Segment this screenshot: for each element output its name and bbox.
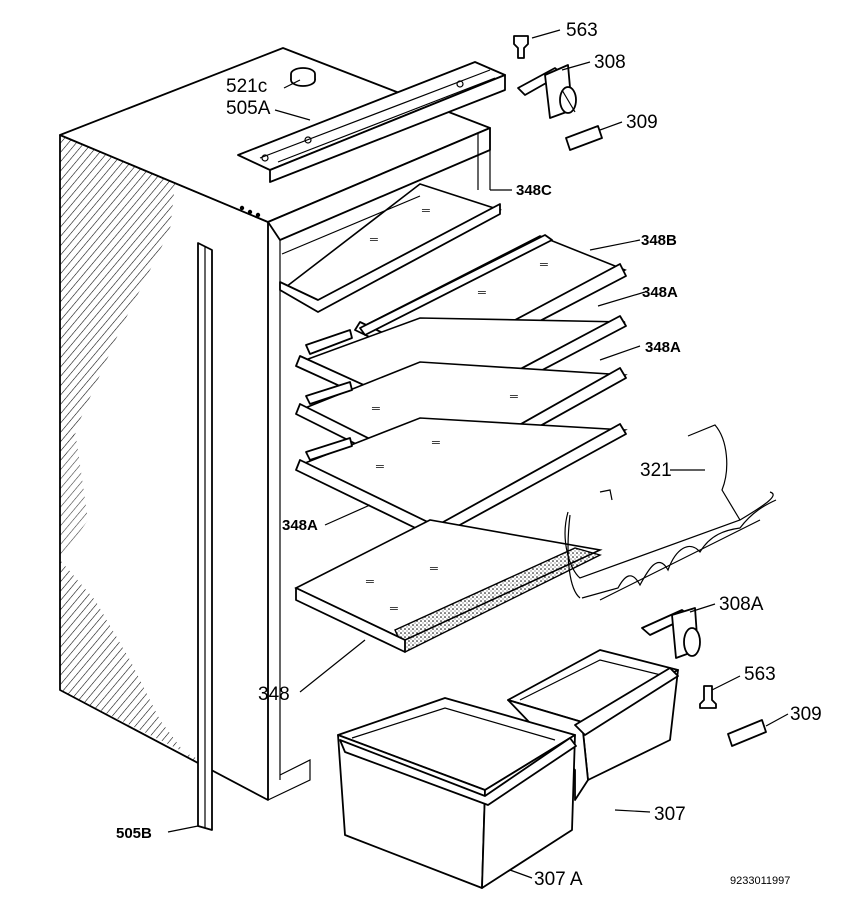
hinge-308A	[641, 607, 701, 659]
label-505B: 505B	[116, 825, 152, 842]
label-307A: 307 A	[534, 869, 583, 890]
plate-309-top	[565, 125, 603, 151]
svg-text:═: ═	[375, 461, 384, 473]
door-seal-strip-505B	[197, 242, 213, 831]
label-505A: 505A	[226, 98, 271, 119]
screw-563-top	[513, 35, 529, 59]
label-563-mid: 563	[744, 664, 776, 685]
side-panel-shading-mid	[60, 430, 88, 560]
label-308A: 308A	[719, 594, 764, 615]
svg-text:═: ═	[477, 287, 486, 299]
label-309-mid: 309	[790, 704, 822, 725]
drawing-code: 9233011997	[730, 875, 790, 887]
shelf-348C: ═ ═	[279, 183, 502, 313]
cap-521c	[290, 67, 316, 87]
label-563-top: 563	[566, 20, 598, 41]
svg-text:═: ═	[371, 403, 380, 415]
svg-text:═: ═	[539, 259, 548, 271]
drawer-307A	[337, 697, 577, 889]
label-309-top: 309	[626, 112, 658, 133]
svg-text:═: ═	[365, 576, 374, 588]
label-348C: 348C	[516, 182, 552, 199]
refrigerator-cabinet	[59, 47, 491, 801]
side-panel-shading-upper	[60, 135, 175, 470]
label-348: 348	[258, 684, 290, 705]
label-521c: 521c	[226, 76, 267, 97]
plate-309-mid	[727, 719, 767, 747]
svg-text:═: ═	[509, 391, 518, 403]
svg-text:═: ═	[389, 603, 398, 615]
label-308: 308	[594, 52, 626, 73]
label-348A-1: 348A	[642, 284, 678, 301]
hinge-cover-rail-505A	[237, 61, 506, 183]
part-labels: 563 308 309 521c 505A 348C 348B 348A 348…	[116, 20, 822, 890]
label-348B: 348B	[641, 232, 677, 249]
side-panel-shading-lower	[60, 560, 200, 760]
screw-563-mid	[699, 685, 717, 709]
label-307: 307	[654, 804, 686, 825]
shelf-348-crisper-cover: ═ ═ ═	[294, 519, 603, 653]
svg-text:═: ═	[369, 234, 378, 246]
svg-text:═: ═	[429, 563, 438, 575]
label-348A-2: 348A	[645, 339, 681, 356]
hinge-308	[517, 64, 577, 119]
label-321: 321	[640, 460, 672, 481]
drawer-307	[507, 649, 679, 801]
label-348A-3: 348A	[282, 517, 318, 534]
svg-text:═: ═	[431, 437, 440, 449]
bottle-rack-321	[564, 424, 777, 601]
shelf-348A-3: ═ ═	[295, 417, 628, 539]
svg-text:═: ═	[421, 205, 430, 217]
leader-lines	[167, 29, 789, 879]
